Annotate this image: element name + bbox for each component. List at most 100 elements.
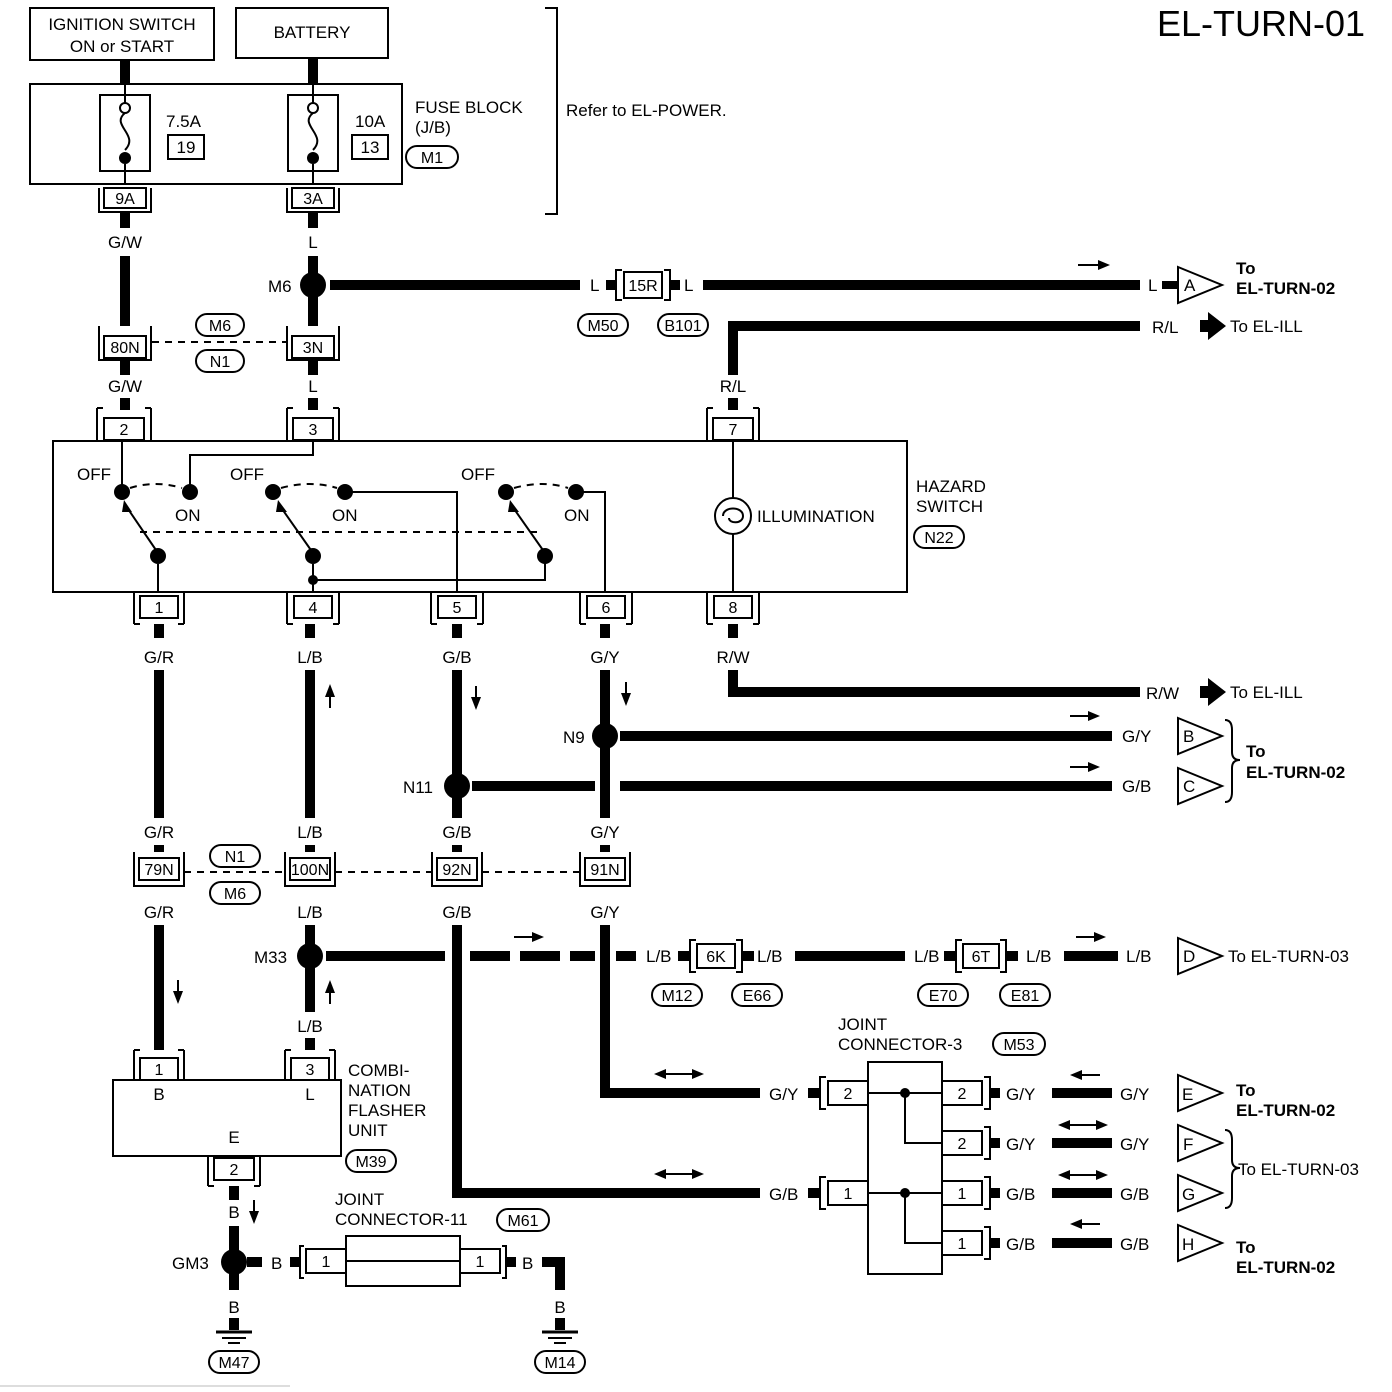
battery-box (235, 7, 389, 59)
svg-text:JOINT: JOINT (335, 1190, 384, 1209)
refer-text: Refer to EL-POWER. (566, 101, 727, 120)
ignition-switch-label-2: ON or START (70, 37, 174, 56)
svg-text:R/W: R/W (1146, 684, 1179, 703)
svg-text:3: 3 (309, 422, 318, 439)
svg-text:2: 2 (958, 1086, 967, 1103)
svg-text:2: 2 (958, 1136, 967, 1153)
svg-text:2: 2 (230, 1162, 239, 1179)
svg-text:SWITCH: SWITCH (916, 497, 983, 516)
svg-text:B: B (153, 1085, 164, 1104)
svg-text:G/R: G/R (144, 823, 174, 842)
svg-text:G/Y: G/Y (1006, 1085, 1035, 1104)
ground-m47 (216, 1330, 252, 1344)
svg-text:R/L: R/L (1152, 318, 1178, 337)
svg-text:D: D (1183, 947, 1195, 966)
fuse2-amp: 10A (355, 112, 386, 131)
svg-text:CONNECTOR-3: CONNECTOR-3 (838, 1035, 962, 1054)
svg-text:F: F (1183, 1135, 1193, 1154)
svg-text:L/B: L/B (914, 947, 940, 966)
svg-text:HAZARD: HAZARD (916, 477, 986, 496)
svg-text:E81: E81 (1011, 988, 1040, 1005)
svg-text:2: 2 (120, 422, 129, 439)
destination-h (1177, 1223, 1225, 1263)
svg-text:M61: M61 (507, 1213, 538, 1230)
svg-text:2: 2 (844, 1086, 853, 1103)
svg-text:COMBI-: COMBI- (348, 1061, 409, 1080)
destination-d (1177, 936, 1225, 976)
ground-m14 (542, 1330, 578, 1344)
inline-connectors-row: 79N 100N 92N 91N N1 M6 (133, 844, 631, 905)
svg-text:N9: N9 (563, 728, 585, 747)
svg-text:To: To (1236, 259, 1256, 278)
battery-label: BATTERY (274, 23, 351, 42)
svg-text:L: L (308, 377, 317, 396)
svg-text:3: 3 (306, 1062, 315, 1079)
svg-text:A: A (1184, 276, 1196, 295)
svg-text:R/W: R/W (716, 648, 749, 667)
svg-text:OFF: OFF (461, 465, 495, 484)
svg-text:ON: ON (332, 506, 358, 525)
svg-text:7: 7 (729, 422, 738, 439)
hazard-switch-box (52, 440, 908, 593)
svg-text:1: 1 (155, 600, 164, 617)
svg-text:To: To (1246, 742, 1266, 761)
svg-text:6: 6 (602, 600, 611, 617)
ignition-switch-box (29, 7, 215, 61)
svg-text:L: L (590, 276, 599, 295)
svg-text:FLASHER: FLASHER (348, 1101, 426, 1120)
junction-m6 (300, 272, 326, 298)
arrow-to-el-ill-1 (1200, 312, 1226, 340)
svg-text:3N: 3N (303, 340, 323, 357)
svg-text:UNIT: UNIT (348, 1121, 388, 1140)
destination-e (1177, 1073, 1225, 1113)
svg-text:M39: M39 (355, 1154, 386, 1171)
svg-text:92N: 92N (442, 862, 471, 879)
svg-text:M6: M6 (268, 277, 292, 296)
svg-text:L: L (1148, 276, 1157, 295)
fuse-block-box (29, 83, 403, 185)
terminal-3a (291, 187, 335, 209)
svg-text:1: 1 (958, 1186, 967, 1203)
connector-80n (103, 335, 147, 359)
svg-text:L: L (308, 233, 317, 252)
destination-b (1177, 716, 1225, 756)
svg-text:L: L (684, 276, 693, 295)
svg-text:G/Y: G/Y (590, 903, 619, 922)
fuse-bracket (545, 7, 558, 215)
svg-text:EL-TURN-02: EL-TURN-02 (1236, 1101, 1335, 1120)
svg-text:M53: M53 (1003, 1037, 1034, 1054)
svg-text:1: 1 (958, 1236, 967, 1253)
svg-text:L: L (305, 1085, 314, 1104)
svg-text:G/B: G/B (442, 823, 471, 842)
svg-text:GM3: GM3 (172, 1254, 209, 1273)
svg-text:OFF: OFF (77, 465, 111, 484)
svg-text:E66: E66 (743, 988, 772, 1005)
svg-text:8: 8 (729, 600, 738, 617)
svg-text:B: B (228, 1203, 239, 1222)
svg-text:15R: 15R (628, 278, 657, 295)
svg-text:G/B: G/B (442, 903, 471, 922)
svg-text:B: B (271, 1254, 282, 1273)
svg-text:OFF: OFF (230, 465, 264, 484)
svg-text:G: G (1182, 1185, 1195, 1204)
svg-text:M47: M47 (218, 1355, 249, 1372)
svg-text:G/B: G/B (769, 1185, 798, 1204)
svg-text:1: 1 (155, 1062, 164, 1079)
svg-text:N1: N1 (225, 849, 246, 866)
svg-text:79N: 79N (144, 862, 173, 879)
svg-text:80N: 80N (110, 340, 139, 357)
fuse2-no: 13 (361, 138, 380, 157)
svg-text:To: To (1236, 1081, 1256, 1100)
svg-text:G/B: G/B (1122, 777, 1151, 796)
svg-text:R/L: R/L (720, 377, 746, 396)
svg-text:JOINT: JOINT (838, 1015, 887, 1034)
svg-text:E: E (228, 1128, 239, 1147)
svg-text:M6: M6 (224, 886, 246, 903)
svg-text:B: B (554, 1298, 565, 1317)
fuse-block-conn: M1 (421, 150, 443, 167)
svg-text:91N: 91N (590, 862, 619, 879)
connector-15r (623, 271, 663, 299)
svg-text:6K: 6K (706, 949, 726, 966)
junction-n11 (444, 773, 470, 799)
